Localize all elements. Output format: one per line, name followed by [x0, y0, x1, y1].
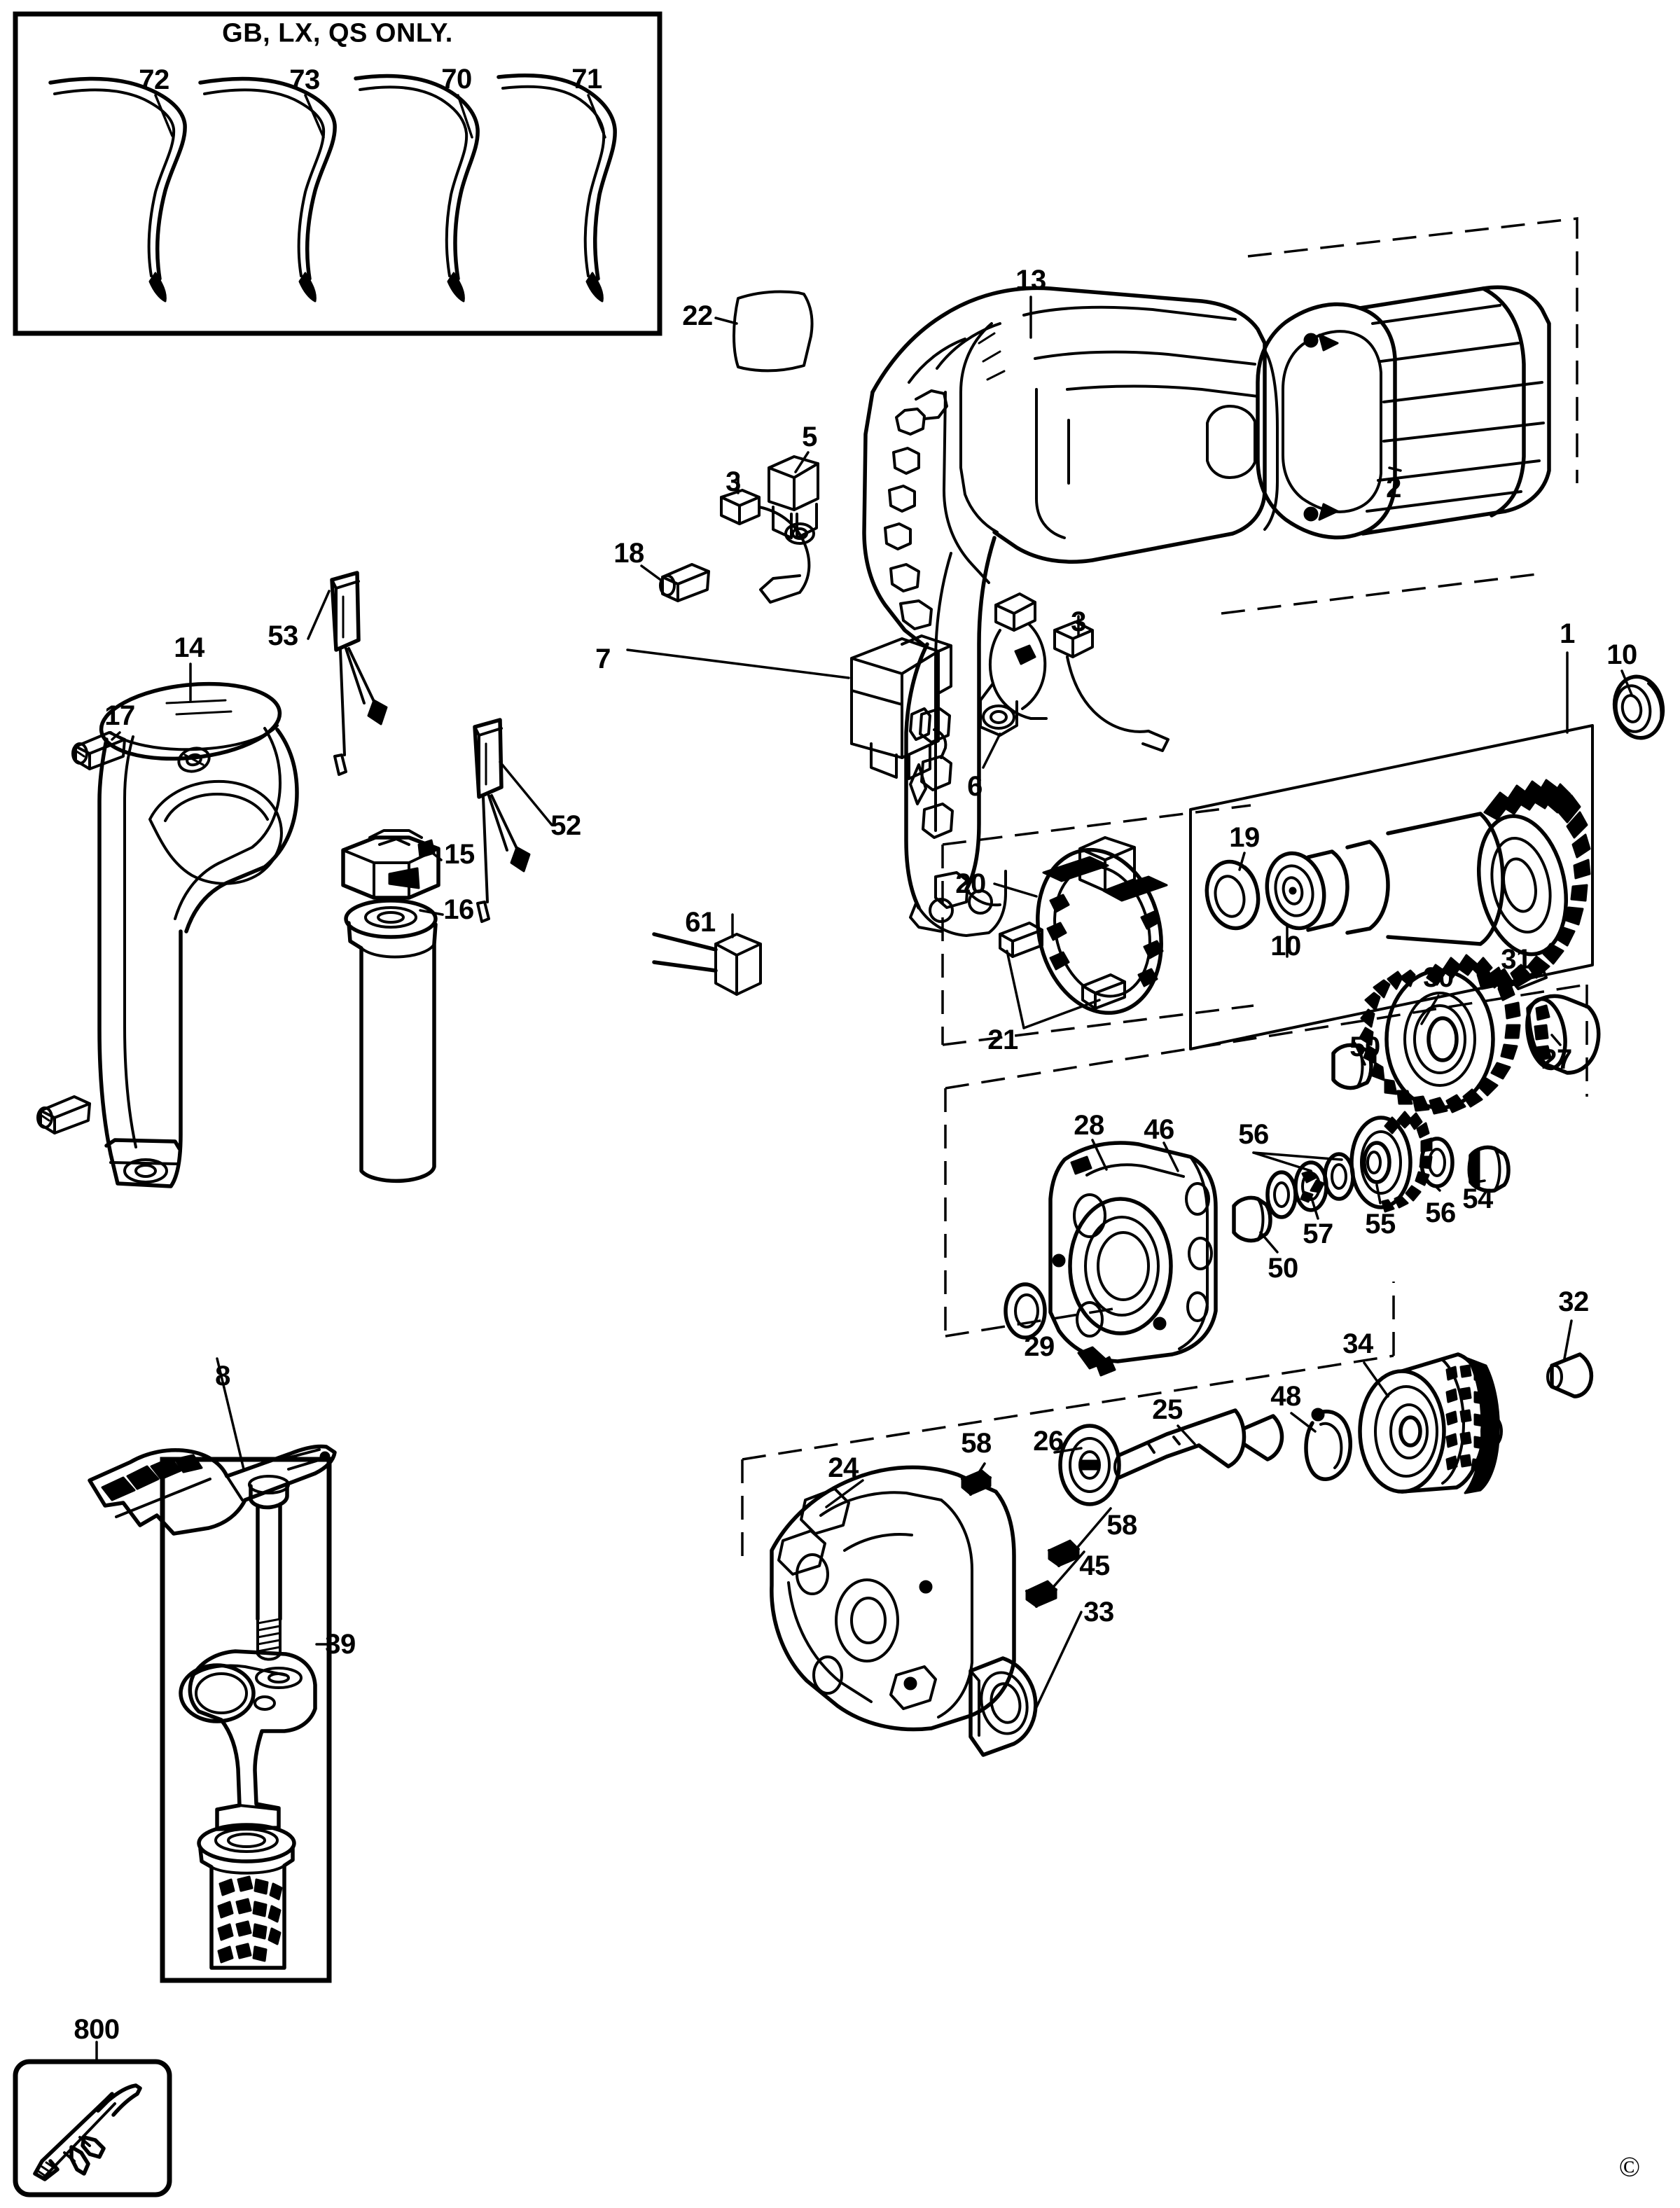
callout-terminal-connector-3: 3 [1071, 606, 1086, 637]
callout-side-handle-assembly-39: 39 [325, 1629, 356, 1660]
callout-switch-assembly-7: 7 [595, 644, 611, 674]
callout-retaining-ring-48: 48 [1270, 1381, 1301, 1412]
callout-spindle-25: 25 [1152, 1394, 1183, 1425]
callout-oil-seal-29: 29 [1024, 1331, 1055, 1362]
callout-carbon-brush-21: 21 [987, 1025, 1018, 1055]
inset-title-cords-inset: GB, LX, QS ONLY. [222, 18, 453, 48]
callout-needle-bearing-27: 27 [1541, 1044, 1572, 1075]
callout-screw-45: 45 [1079, 1550, 1110, 1581]
callout-spacer-bushing-50: 50 [1268, 1253, 1298, 1284]
callout-terminal-connector-3: 3 [726, 466, 741, 497]
callout-spacer-bushing-50: 50 [1349, 1032, 1380, 1062]
callout-brush-holder-ring-20: 20 [955, 868, 986, 899]
callout-spacer-54: 54 [1462, 1183, 1493, 1214]
callout-screw-58: 58 [1106, 1510, 1137, 1541]
callout-pinion-gear-55: 55 [1365, 1209, 1396, 1240]
callout-intermediate-gear-30: 30 [1423, 962, 1454, 993]
callout-handle-screw-17: 17 [104, 700, 135, 731]
callout-carbon-brush-lead-53: 53 [268, 620, 298, 651]
callout-thrust-bearing-57: 57 [1303, 1218, 1333, 1249]
callout-noise-suppressor-61: 61 [685, 907, 716, 938]
callout-gear-case-28: 28 [1074, 1110, 1104, 1141]
callout-armature-assembly-1: 1 [1560, 618, 1575, 649]
callout-power-cord-gb-72: 72 [139, 64, 169, 95]
callout-spindle-lock-33: 33 [1083, 1597, 1114, 1627]
callout-depth-stop-rod-16: 16 [443, 894, 474, 925]
callout-thrust-washer-56: 56 [1425, 1197, 1456, 1228]
callout-screw-18: 18 [613, 538, 644, 569]
callout-chuck-screw-32: 32 [1558, 1286, 1589, 1317]
callout-ball-bearing-10: 10 [1270, 931, 1301, 961]
callout-gear-case-housing-24: 24 [828, 1452, 859, 1483]
callout-power-cord-alt-71: 71 [571, 64, 602, 95]
callout-chuck-34: 34 [1342, 1328, 1373, 1359]
callout-field-stator-2: 2 [1386, 473, 1401, 504]
callout-thrust-washer-56: 56 [1238, 1119, 1269, 1150]
callout-power-cord-qs-70: 70 [441, 64, 472, 95]
callout-depth-stop-clamp-15: 15 [444, 839, 475, 870]
copyright-icon: © [1618, 2151, 1641, 2183]
callout-grease-tube-800: 800 [74, 2014, 120, 2045]
callout-name-plate-label-22: 22 [682, 300, 713, 331]
callout-gear-case-gasket-46: 46 [1144, 1114, 1174, 1145]
callout-ball-bearing-10: 10 [1606, 639, 1637, 670]
callout-motor-housing-cover-13: 13 [1015, 265, 1046, 296]
callout-power-cord-lx-73: 73 [289, 64, 320, 95]
callout-cord-protector-8: 8 [215, 1361, 230, 1391]
callout-suppressor-capacitor-5: 5 [802, 422, 817, 452]
callout-cord-clamp-6: 6 [967, 771, 983, 802]
callout-ball-bearing-26: 26 [1033, 1426, 1064, 1457]
callout-felt-washer-19: 19 [1229, 822, 1260, 853]
callout-screw-58: 58 [961, 1428, 992, 1459]
callout-gear-pin-31: 31 [1501, 944, 1532, 975]
callout-carbon-brush-lead-52: 52 [550, 810, 581, 841]
callout-handle-half-14: 14 [174, 632, 204, 663]
